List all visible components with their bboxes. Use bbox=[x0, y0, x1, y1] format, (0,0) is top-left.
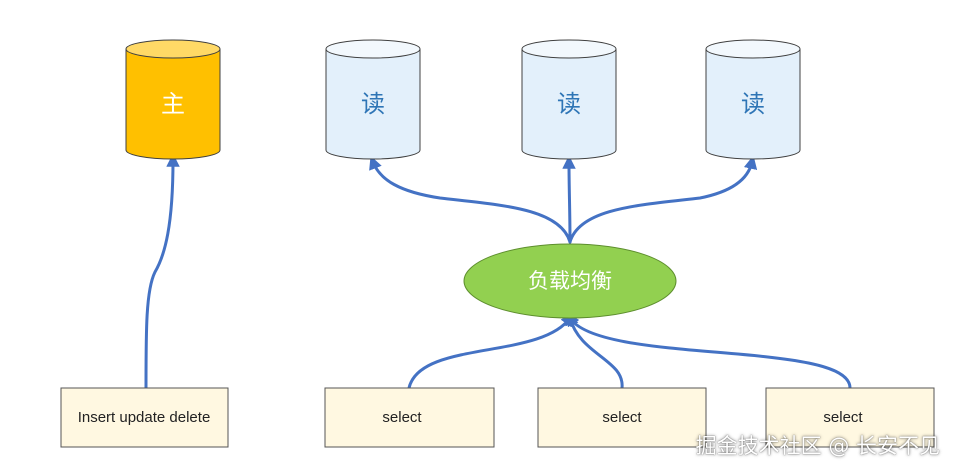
select-1-arrow-to-lb bbox=[407, 312, 574, 390]
lb-arrow-to-replica-2 bbox=[562, 155, 576, 244]
write-client-label: Insert update delete bbox=[78, 409, 211, 426]
select-2-arrow-to-lb bbox=[565, 311, 624, 390]
replica-label: 读 bbox=[557, 90, 581, 118]
connections bbox=[144, 153, 852, 390]
replica-database-3: 读 bbox=[705, 39, 801, 160]
master-label: 主 bbox=[161, 90, 185, 118]
read-client-label: select bbox=[823, 409, 863, 426]
read-client-label: select bbox=[382, 409, 422, 426]
replica-database-2: 读 bbox=[521, 39, 617, 160]
lb-arrow-to-replica-3 bbox=[568, 155, 758, 244]
write-client-box: Insert update delete bbox=[60, 387, 229, 448]
load-balancer: 负载均衡 bbox=[463, 243, 677, 319]
read-client-box-3: select bbox=[765, 387, 935, 448]
lb-arrow-to-replica-1 bbox=[369, 155, 572, 244]
read-client-box-1: select bbox=[324, 387, 495, 448]
select-3-arrow-to-lb bbox=[566, 312, 852, 390]
load-balancer-label: 负载均衡 bbox=[528, 269, 612, 293]
write-arrow-to-master bbox=[144, 153, 180, 390]
replica-label: 读 bbox=[741, 90, 765, 118]
master-database: 主 bbox=[125, 39, 221, 160]
replica-database-1: 读 bbox=[325, 39, 421, 160]
read-client-label: select bbox=[602, 409, 642, 426]
read-client-box-2: select bbox=[537, 387, 707, 448]
replica-label: 读 bbox=[361, 90, 385, 118]
watermark: 掘金技术社区 @ 长安不见 bbox=[695, 434, 940, 458]
